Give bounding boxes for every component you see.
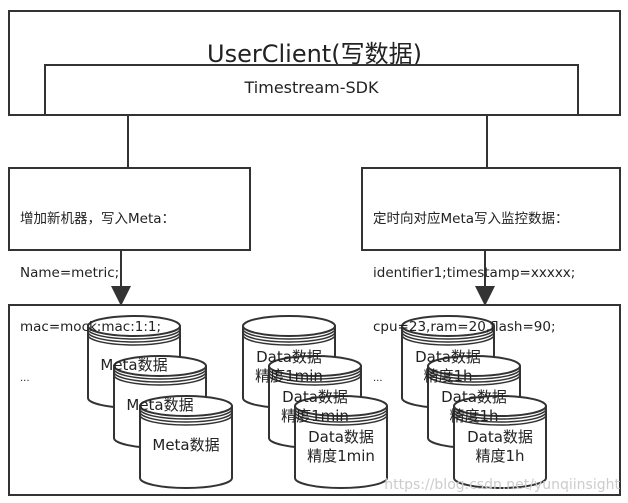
- note-line: identifier1;timestamp=xxxxx;: [373, 265, 576, 281]
- cylinder-label: 精度1h: [449, 407, 498, 425]
- note-line: 增加新机器，写入Meta：: [20, 211, 176, 227]
- cylinder-label: Meta数据: [152, 436, 219, 454]
- cylinder-label: 精度1min: [281, 407, 349, 425]
- note-line: cpu=23,ram=20,flash=90;: [373, 319, 556, 335]
- note-line: ...: [373, 373, 383, 384]
- cylinder-label: Data数据: [256, 348, 322, 366]
- cylinder-label: 精度1h: [423, 367, 472, 385]
- cylinder-label: 精度1h: [475, 447, 524, 465]
- right-note-box: 定时向对应Meta写入监控数据： identifier1;timestamp=x…: [361, 167, 621, 384]
- watermark: https://blog.csdn.net/yunqiinsight: [384, 477, 620, 493]
- cylinder-label: Meta数据: [126, 396, 193, 414]
- cylinder-label: Data数据: [308, 428, 374, 446]
- database-cylinder-meta: [139, 395, 233, 489]
- cylinder-label: Data数据: [467, 428, 533, 446]
- sdk-label: Timestream-SDK: [244, 78, 379, 97]
- note-line: 定时向对应Meta写入监控数据：: [373, 211, 569, 227]
- database-cylinder-data-1h: [453, 395, 547, 489]
- cylinder-label: 精度1min: [307, 447, 375, 465]
- storage-cylinders: Meta数据Meta数据Meta数据Data数据精度1minData数据精度1m…: [87, 315, 547, 489]
- note-line: ...: [20, 373, 30, 384]
- sdk-box: Timestream-SDK: [44, 64, 579, 116]
- left-note-box: 增加新机器，写入Meta： Name=metric; mac=mock:mac:…: [8, 167, 251, 384]
- user-client-title: UserClient(写数据): [207, 40, 422, 68]
- cylinder-label: Data数据: [282, 388, 348, 406]
- cylinder-label: 精度1min: [255, 367, 323, 385]
- cylinder-label: Meta数据: [100, 356, 167, 374]
- note-line: Name=metric;: [20, 265, 120, 281]
- database-cylinder-data-1min: [294, 395, 388, 489]
- cylinder-label: Data数据: [415, 348, 481, 366]
- cylinder-label: Data数据: [441, 388, 507, 406]
- note-line: mac=mock:mac:1:1;: [20, 319, 162, 335]
